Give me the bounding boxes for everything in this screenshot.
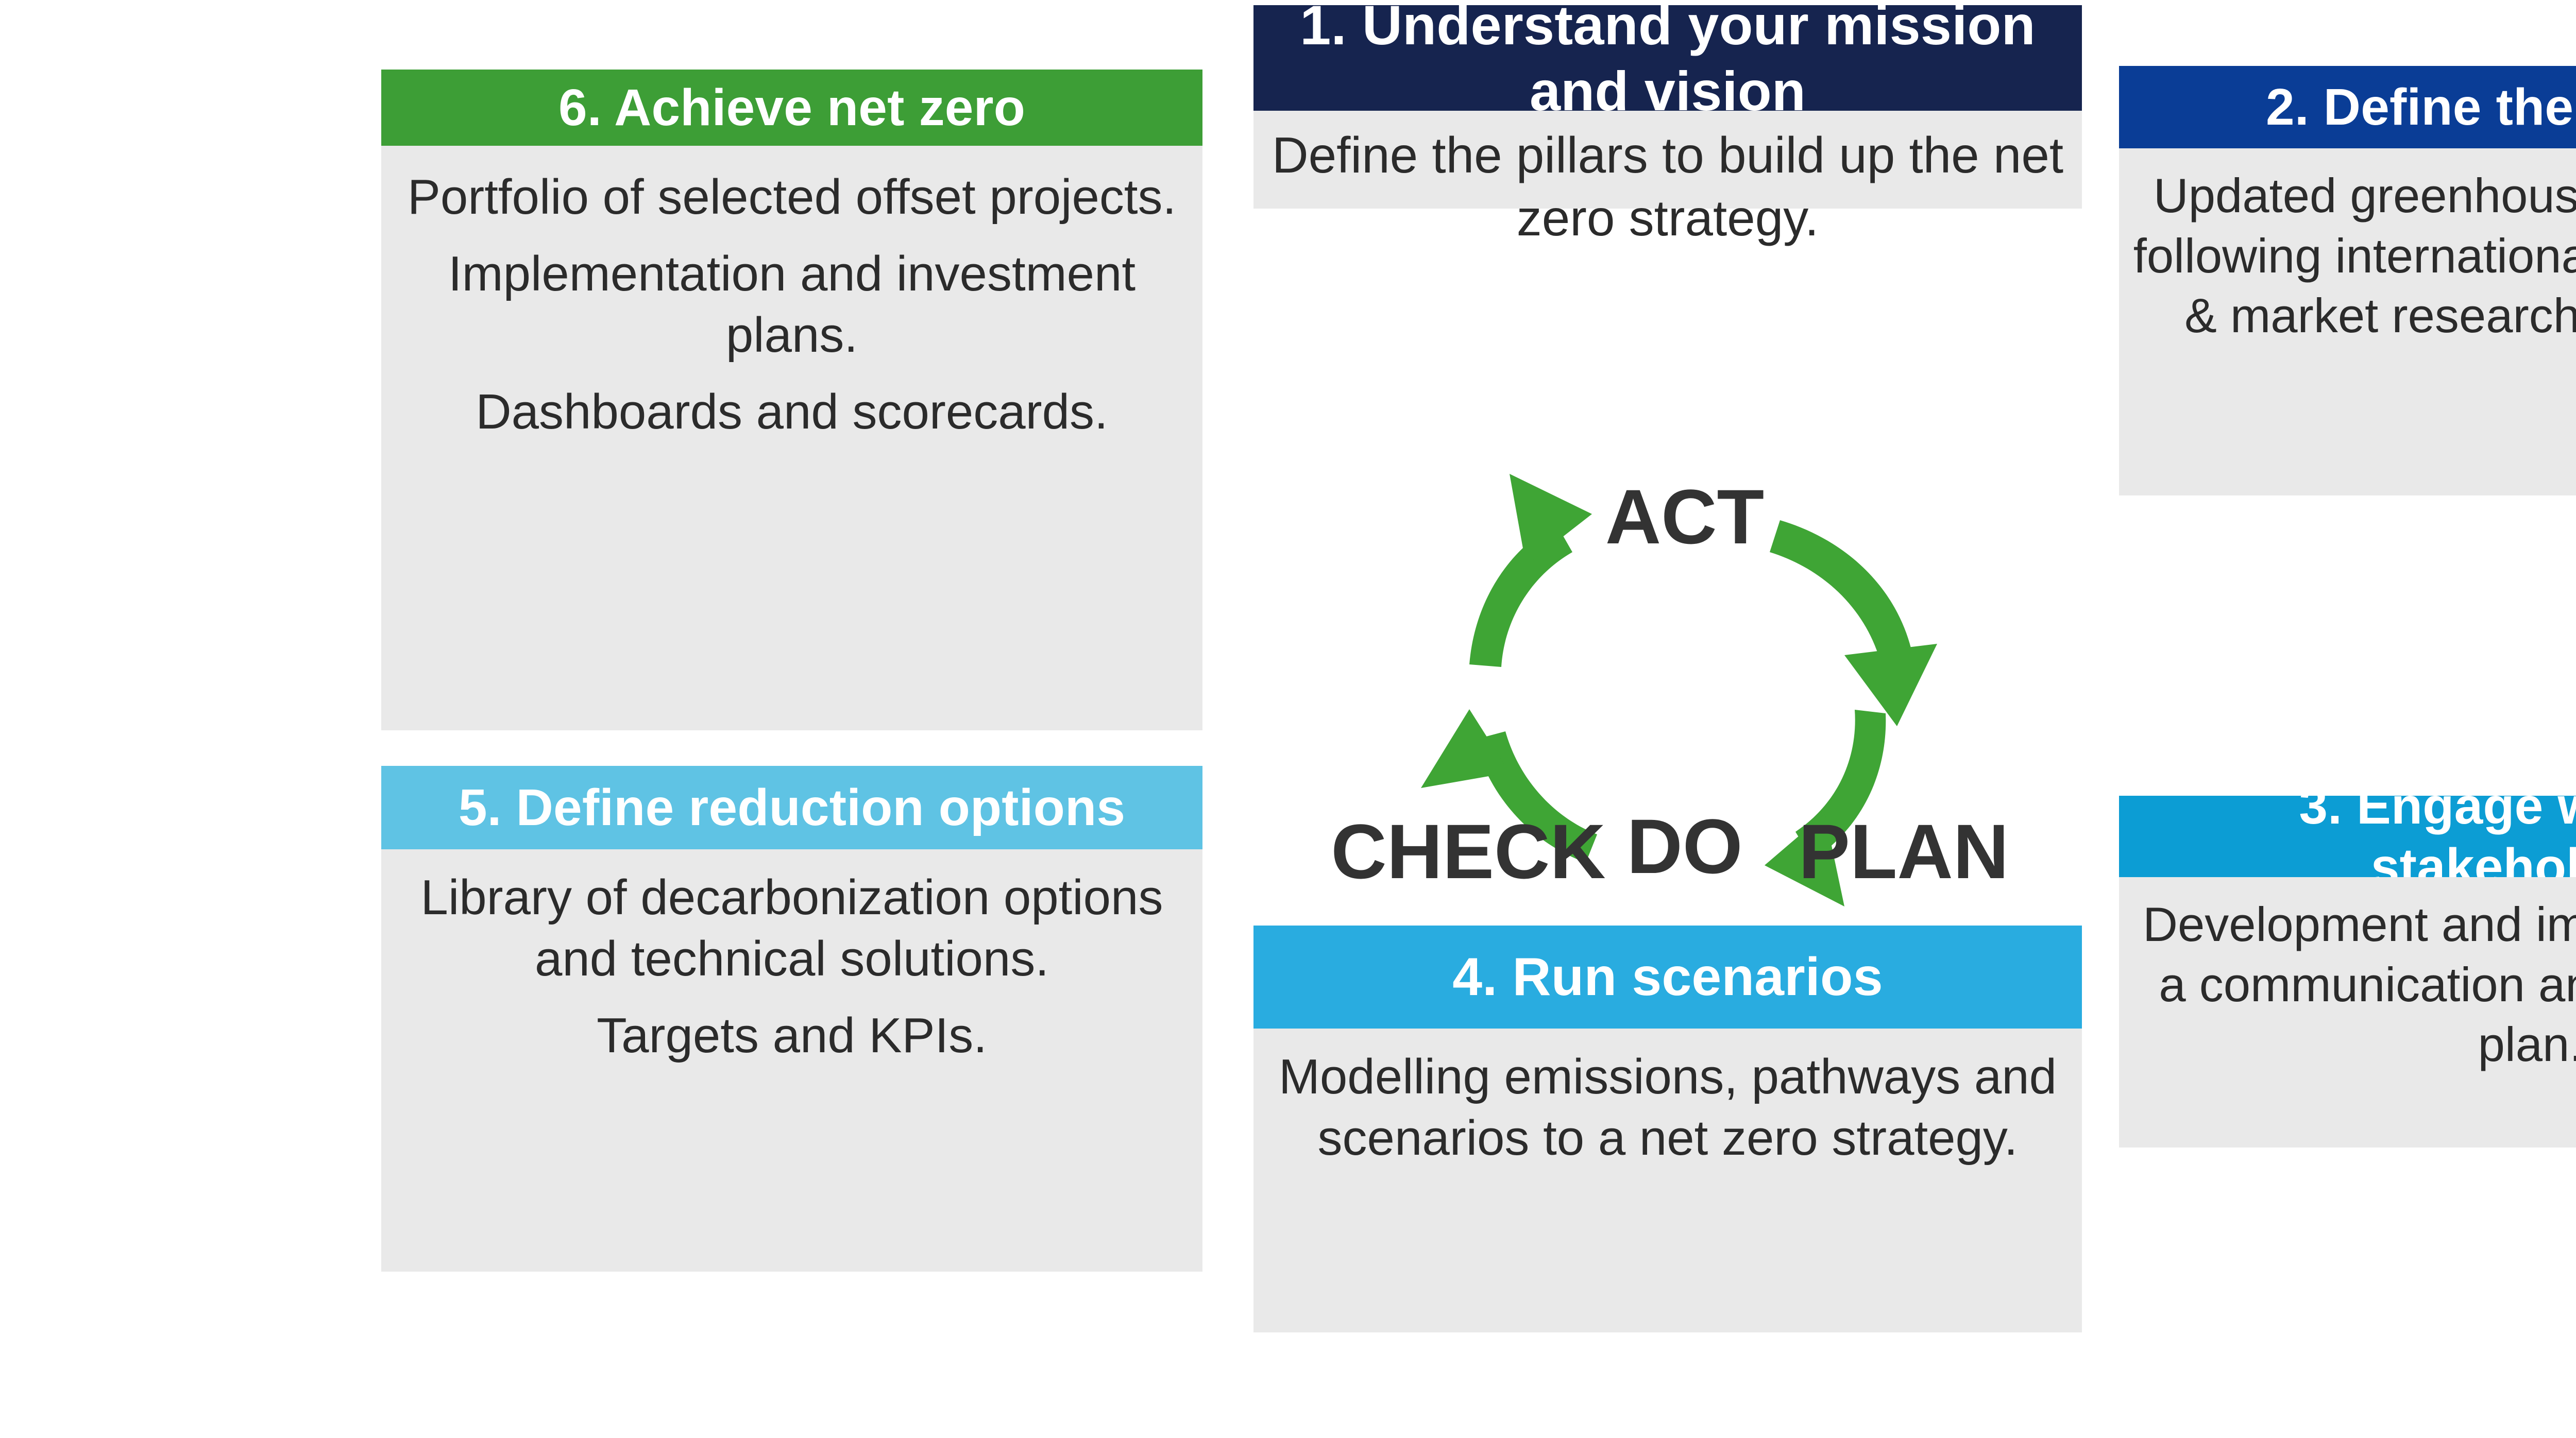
step-1-header: 1. Understand your mission and vision bbox=[1253, 0, 2082, 122]
step-4-title: 4. Run scenarios bbox=[1452, 947, 1883, 1007]
step-card-4[interactable]: 4. Run scenarios Modelling emissions, pa… bbox=[1253, 926, 2082, 1332]
step-2-line-1: Updated greenhouse gas inventory followi… bbox=[2133, 168, 2576, 343]
pdca-label-do: DO bbox=[1627, 803, 1743, 889]
pdca-label-plan: PLAN bbox=[1799, 808, 2009, 895]
step-3-header: 3. Engage with key stakeholders bbox=[2119, 777, 2576, 896]
pdca-label-act: ACT bbox=[1605, 473, 1764, 560]
step-3-line-1: Development and implementation of a comm… bbox=[2143, 897, 2576, 1072]
step-card-3[interactable]: 3. Engage with key stakeholders Developm… bbox=[2119, 777, 2576, 1148]
step-6-line-1: Portfolio of selected offset projects. bbox=[407, 169, 1177, 225]
step-2-title: 2. Define the baseline bbox=[2266, 78, 2576, 136]
step-6-body: Portfolio of selected offset projects. I… bbox=[381, 146, 1202, 730]
step-2-header: 2. Define the baseline bbox=[2119, 66, 2576, 148]
step-1-line-1: Define the pillars to build up the net z… bbox=[1272, 127, 2064, 246]
step-4-line-1: Modelling emissions, pathways and scenar… bbox=[1278, 1049, 2057, 1166]
step-card-1[interactable]: 1. Understand your mission and vision De… bbox=[1253, 0, 2082, 246]
arrow-act-to-plan bbox=[1770, 520, 1937, 726]
step-1-body: Define the pillars to build up the net z… bbox=[1253, 111, 2082, 246]
step-4-header: 4. Run scenarios bbox=[1253, 926, 2082, 1029]
step-5-header: 5. Define reduction options bbox=[381, 766, 1202, 849]
step-5-line-1: Library of decarbonization options and t… bbox=[420, 870, 1163, 987]
step-6-title: 6. Achieve net zero bbox=[558, 79, 1025, 136]
step-card-6[interactable]: 6. Achieve net zero Portfolio of selecte… bbox=[381, 70, 1202, 730]
step-6-header: 6. Achieve net zero bbox=[381, 70, 1202, 146]
step-card-5[interactable]: 5. Define reduction options Library of d… bbox=[381, 766, 1202, 1272]
step-6-line-2: Implementation and investment plans. bbox=[448, 246, 1136, 363]
step-5-title: 5. Define reduction options bbox=[458, 779, 1126, 836]
step-4-body: Modelling emissions, pathways and scenar… bbox=[1253, 1029, 2082, 1332]
step-5-body: Library of decarbonization options and t… bbox=[381, 849, 1202, 1272]
step-5-line-2: Targets and KPIs. bbox=[597, 1008, 987, 1064]
pdca-label-check: CHECK bbox=[1331, 808, 1605, 895]
arrow-check-to-act bbox=[1469, 474, 1592, 667]
step-card-2[interactable]: 2. Define the baseline Updated greenhous… bbox=[2119, 66, 2576, 495]
step-6-line-3: Dashboards and scorecards. bbox=[476, 384, 1108, 440]
step-3-body: Development and implementation of a comm… bbox=[2119, 877, 2576, 1148]
step-2-body: Updated greenhouse gas inventory followi… bbox=[2119, 148, 2576, 495]
pdca-cycle: ACT PLAN CHECK DO bbox=[1288, 453, 2061, 917]
arrow-do-to-check bbox=[1421, 709, 1597, 863]
arrow-plan-to-do bbox=[1765, 710, 1886, 906]
step-1-title: 1. Understand your mission and vision bbox=[1300, 0, 2036, 122]
